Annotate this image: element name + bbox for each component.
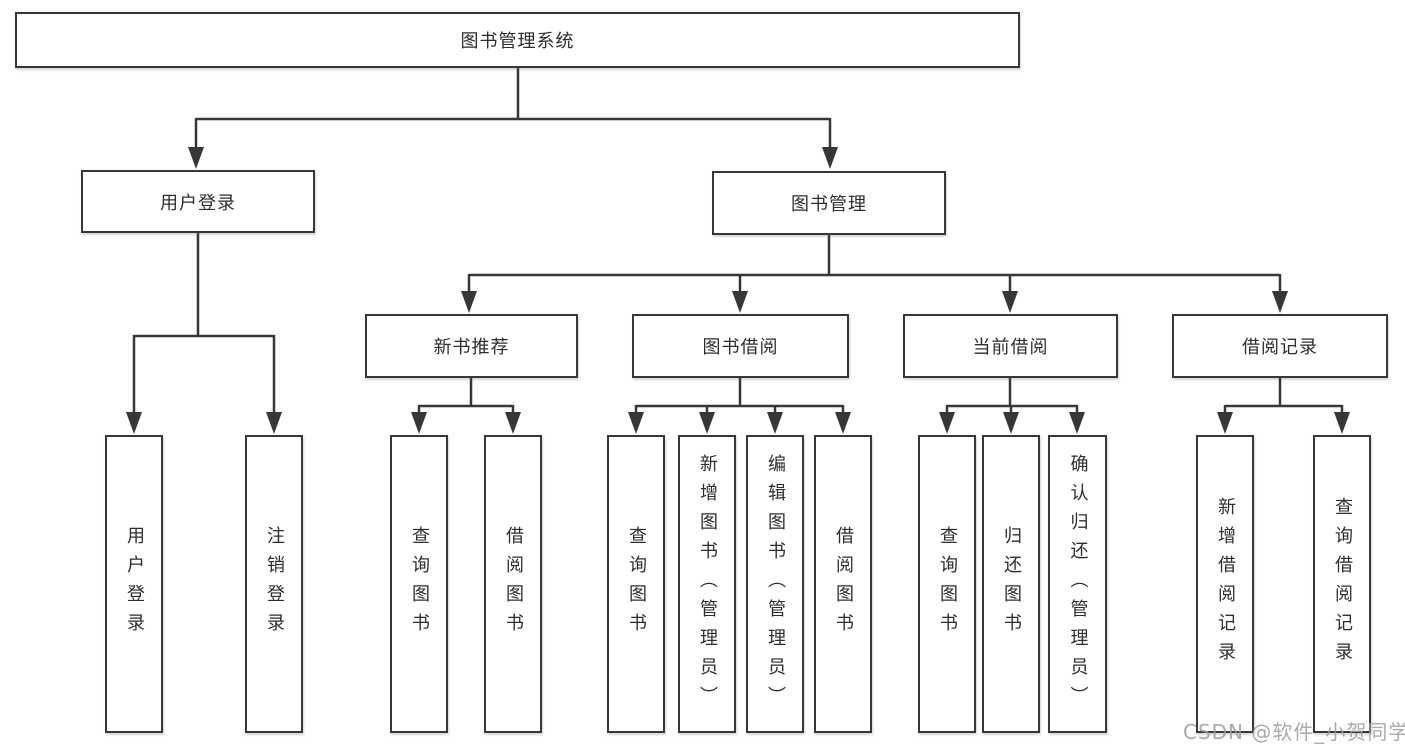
node-borrow-records: 借阅记录 <box>1172 314 1388 378</box>
arrowhead-icon <box>1069 412 1085 434</box>
arrowhead-icon <box>835 412 851 434</box>
leaf-borrow-books: 借阅图书 <box>814 435 872 733</box>
node-user-login: 用户登录 <box>81 170 315 233</box>
node-current-borrow: 当前借阅 <box>903 314 1118 378</box>
leaf-confirm-return-admin-label: 确认归还（管理员） <box>1067 453 1089 715</box>
arrowhead-icon <box>1334 412 1350 434</box>
arrowhead-icon <box>1272 291 1288 313</box>
node-new-book-recommend: 新书推荐 <box>365 314 578 378</box>
node-borrow-records-label: 借阅记录 <box>1242 337 1318 358</box>
leaf-return-books: 归还图书 <box>982 435 1040 733</box>
arrowhead-icon <box>411 412 427 434</box>
leaf-edit-books-admin-label: 编辑图书（管理员） <box>765 453 786 715</box>
node-user-login-label: 用户登录 <box>160 192 236 214</box>
leaf-borrow-books-label: 借阅图书 <box>833 526 854 642</box>
arrowhead-icon <box>1002 291 1018 313</box>
leaf-query-books-current: 查询图书 <box>918 435 976 733</box>
leaf-confirm-return-admin: 确认归还（管理员） <box>1048 435 1107 733</box>
leaf-edit-books-admin: 编辑图书（管理员） <box>746 435 804 733</box>
leaf-return-books-label: 归还图书 <box>1001 526 1022 642</box>
node-new-book-recommend-label: 新书推荐 <box>433 337 510 358</box>
arrowhead-icon <box>1217 412 1233 434</box>
arrowhead-icon <box>939 412 955 434</box>
leaf-user-login-label: 用户登录 <box>124 526 145 642</box>
leaf-user-login: 用户登录 <box>105 435 163 733</box>
node-book-borrow-label: 图书借阅 <box>702 337 779 358</box>
node-book-borrow: 图书借阅 <box>632 314 849 378</box>
leaf-query-borrow-record: 查询借阅记录 <box>1313 435 1371 733</box>
arrowhead-icon <box>628 412 644 434</box>
leaf-add-books-admin: 新增图书（管理员） <box>678 435 736 733</box>
leaf-logout-label: 注销登录 <box>264 526 285 642</box>
leaf-query-books-current-label: 查询图书 <box>937 526 958 642</box>
leaf-borrow-books-recommend: 借阅图书 <box>484 435 542 733</box>
node-root: 图书管理系统 <box>15 12 1020 68</box>
leaf-add-borrow-record-label: 新增借阅记录 <box>1215 497 1236 671</box>
arrowhead-icon <box>822 147 838 169</box>
node-book-management-label: 图书管理 <box>791 194 867 215</box>
arrowhead-icon <box>767 412 783 434</box>
arrowhead-icon <box>732 291 748 313</box>
arrowhead-icon <box>126 412 142 434</box>
leaf-query-borrow-record-label: 查询借阅记录 <box>1332 497 1353 671</box>
leaf-query-books-borrow: 查询图书 <box>607 435 665 733</box>
arrowhead-icon <box>266 412 282 434</box>
arrowhead-icon <box>699 412 715 434</box>
arrowhead-icon <box>1003 412 1019 434</box>
csdn-watermark: CSDN @软件_小贺同学 <box>1183 720 1405 744</box>
node-book-management: 图书管理 <box>712 171 946 235</box>
leaf-query-books-borrow-label: 查询图书 <box>626 526 647 642</box>
leaf-query-books-recommend: 查询图书 <box>390 435 448 733</box>
node-current-borrow-label: 当前借阅 <box>972 337 1049 358</box>
leaf-query-books-recommend-label: 查询图书 <box>409 526 430 642</box>
arrowhead-icon <box>461 291 477 313</box>
leaf-borrow-books-recommend-label: 借阅图书 <box>503 526 524 642</box>
leaf-logout: 注销登录 <box>245 435 303 733</box>
node-root-label: 图书管理系统 <box>460 31 575 52</box>
arrowhead-icon <box>505 412 521 434</box>
leaf-add-borrow-record: 新增借阅记录 <box>1196 435 1254 733</box>
leaf-add-books-admin-label: 新增图书（管理员） <box>697 453 718 715</box>
arrowhead-icon <box>188 147 204 169</box>
